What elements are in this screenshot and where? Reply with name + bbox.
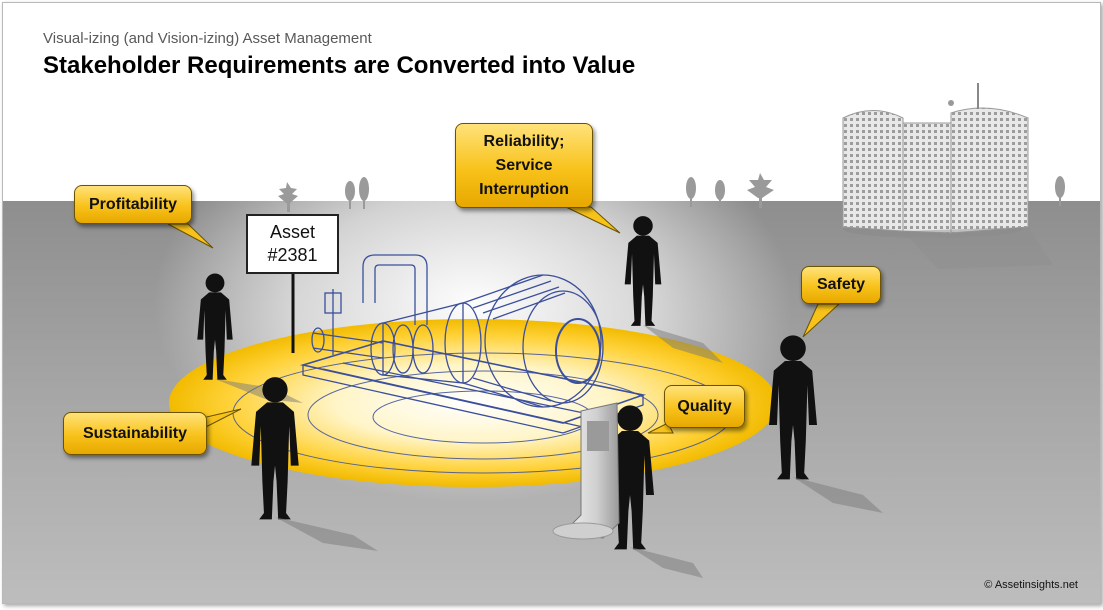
building-icon xyxy=(842,83,1053,269)
asset-sign: Asset #2381 xyxy=(246,214,339,274)
callout-sustainability: Sustainability xyxy=(63,412,207,455)
kiosk-icon xyxy=(552,402,620,540)
copyright-text: © Assetinsights.net xyxy=(984,579,1078,591)
callout-reliability: Reliability; Service Interruption xyxy=(455,123,593,208)
callout-reliability-line1: Reliability; xyxy=(483,132,565,150)
callout-reliability-line2: Service xyxy=(495,156,553,174)
asset-sign-line2: #2381 xyxy=(267,245,318,265)
slide-subtitle: Visual-izing (and Vision-izing) Asset Ma… xyxy=(43,30,372,47)
callout-safety: Safety xyxy=(801,266,881,304)
machine-blueprint-icon xyxy=(299,254,646,434)
callout-quality: Quality xyxy=(664,385,745,428)
slide-title: Stakeholder Requirements are Converted i… xyxy=(43,52,636,79)
callout-profitability: Profitability xyxy=(74,185,192,224)
scene-illustration xyxy=(3,83,1100,603)
tree-icon xyxy=(278,173,1065,212)
stakeholder-silhouettes xyxy=(197,216,883,578)
callout-reliability-line3: Interruption xyxy=(479,180,569,198)
asset-sign-line1: Asset xyxy=(269,222,316,242)
